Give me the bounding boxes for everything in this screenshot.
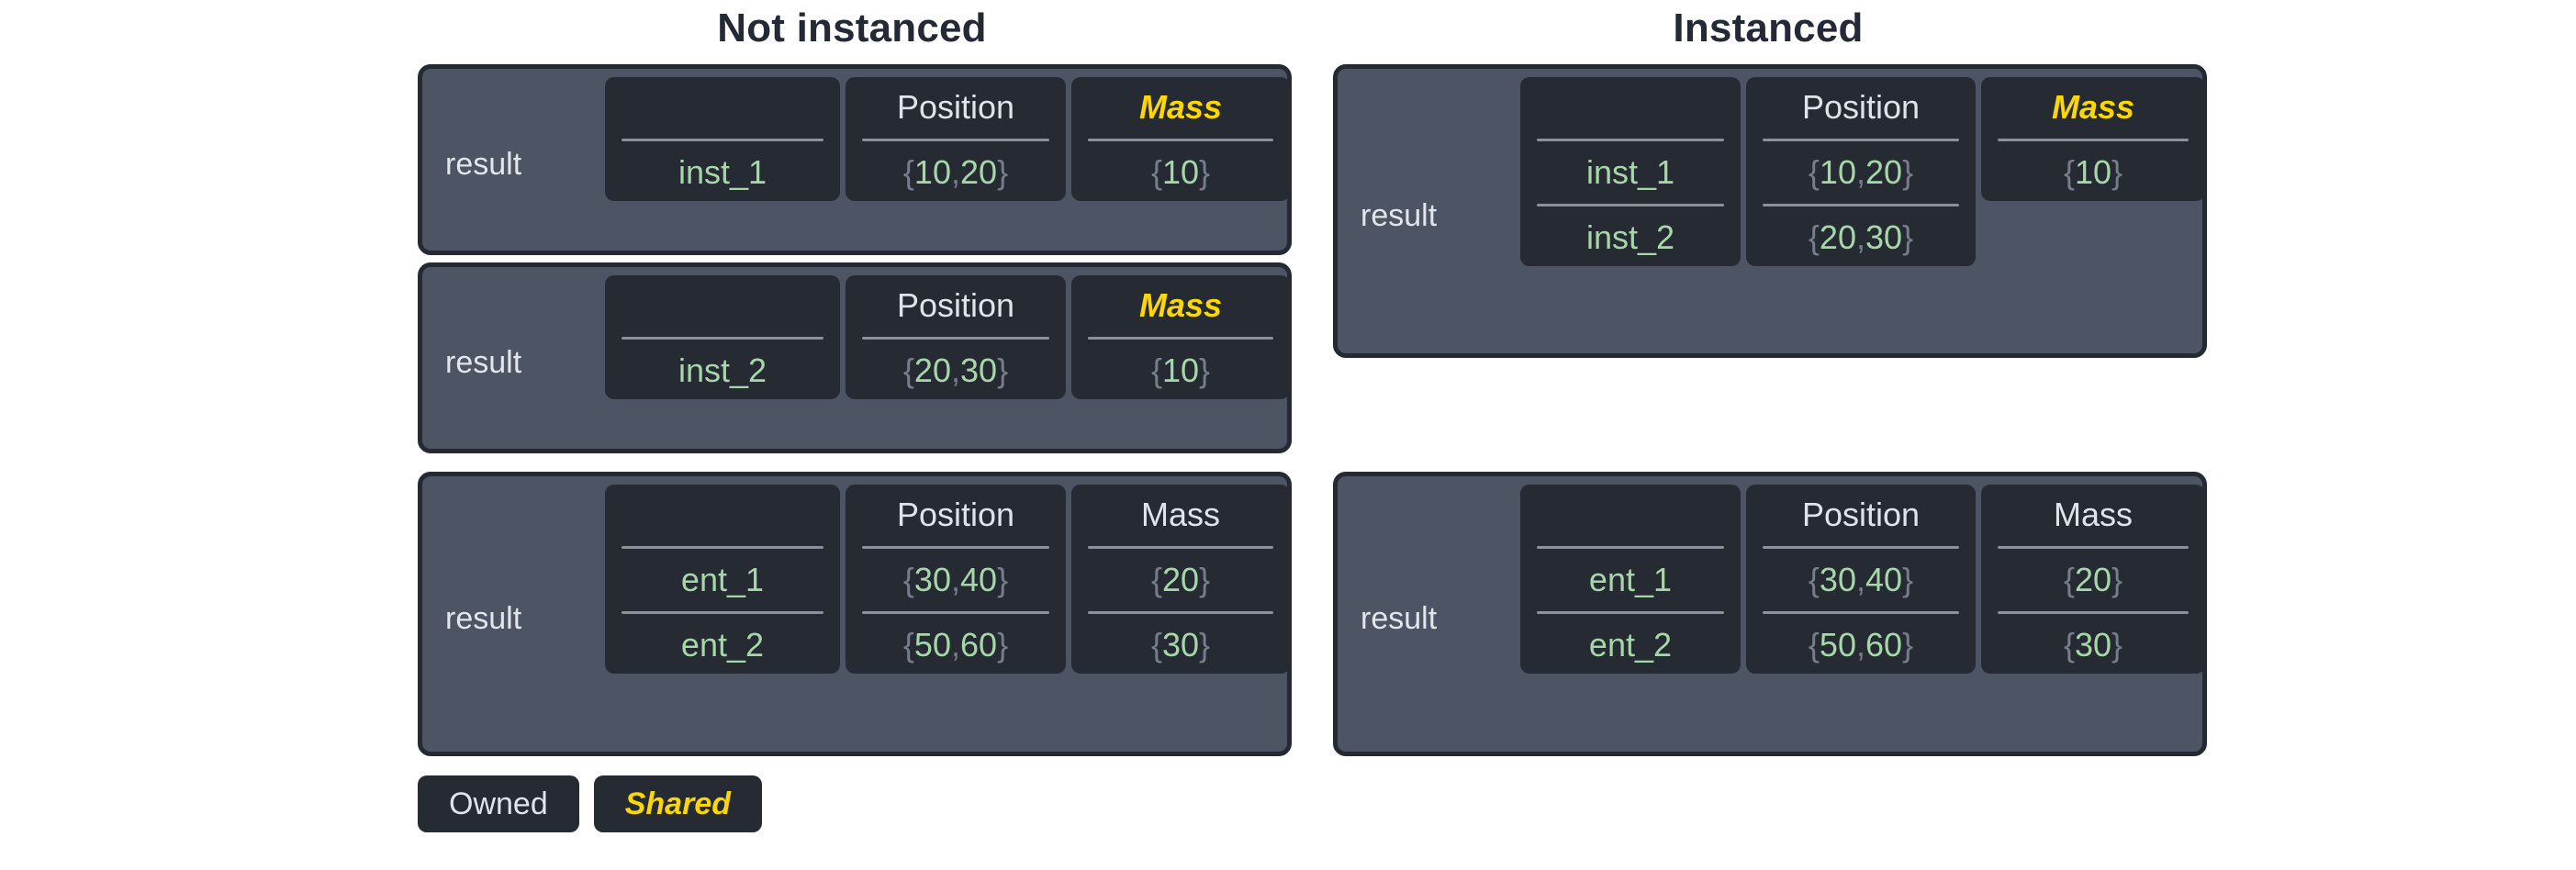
row-separator bbox=[1088, 337, 1273, 340]
card-label: result bbox=[1361, 198, 1438, 233]
card-label: result bbox=[445, 147, 522, 182]
card-label: result bbox=[445, 345, 522, 380]
row-separator bbox=[1537, 204, 1724, 206]
column-header: Mass bbox=[2053, 496, 2133, 533]
row-separator bbox=[1998, 139, 2189, 141]
row-separator bbox=[1537, 139, 1724, 141]
column-header: Mass bbox=[1140, 496, 1220, 533]
column-header: Mass bbox=[1138, 286, 1223, 324]
column-header: Mass bbox=[1138, 88, 1223, 126]
row-separator bbox=[1998, 611, 2189, 614]
row-separator bbox=[1998, 546, 2189, 549]
column-header bbox=[1626, 83, 1635, 132]
card-label: result bbox=[445, 601, 522, 636]
row-separator bbox=[622, 139, 823, 141]
column-header: Position bbox=[1801, 88, 1921, 126]
row-separator bbox=[1537, 546, 1724, 549]
column-header: Position bbox=[896, 286, 1015, 324]
row-separator bbox=[622, 337, 823, 340]
row-separator bbox=[1088, 546, 1273, 549]
column-header bbox=[1626, 490, 1635, 540]
row-separator bbox=[1763, 139, 1959, 141]
column-header bbox=[718, 490, 727, 540]
row-separator bbox=[1763, 546, 1959, 549]
column-title-instanced: Instanced bbox=[1673, 6, 1864, 50]
column-header: Position bbox=[896, 496, 1015, 533]
row-separator bbox=[622, 611, 823, 614]
row-separator bbox=[1088, 139, 1273, 141]
legend-chip-owned: Owned bbox=[418, 775, 579, 832]
column-header bbox=[718, 281, 727, 330]
row-separator bbox=[862, 546, 1049, 549]
column-header: Mass bbox=[2051, 88, 2135, 126]
column-title-not-instanced: Not instanced bbox=[717, 6, 987, 50]
row-separator bbox=[1763, 611, 1959, 614]
column-header: Position bbox=[896, 88, 1015, 126]
row-separator bbox=[862, 337, 1049, 340]
card-label: result bbox=[1361, 601, 1438, 636]
row-separator bbox=[1763, 204, 1959, 206]
column-header: Position bbox=[1801, 496, 1921, 533]
row-separator bbox=[622, 546, 823, 549]
row-separator bbox=[862, 611, 1049, 614]
column-header bbox=[718, 83, 727, 132]
row-separator bbox=[1537, 611, 1724, 614]
legend-chip-shared: Shared bbox=[593, 775, 762, 832]
row-separator bbox=[1088, 611, 1273, 614]
row-separator bbox=[862, 139, 1049, 141]
